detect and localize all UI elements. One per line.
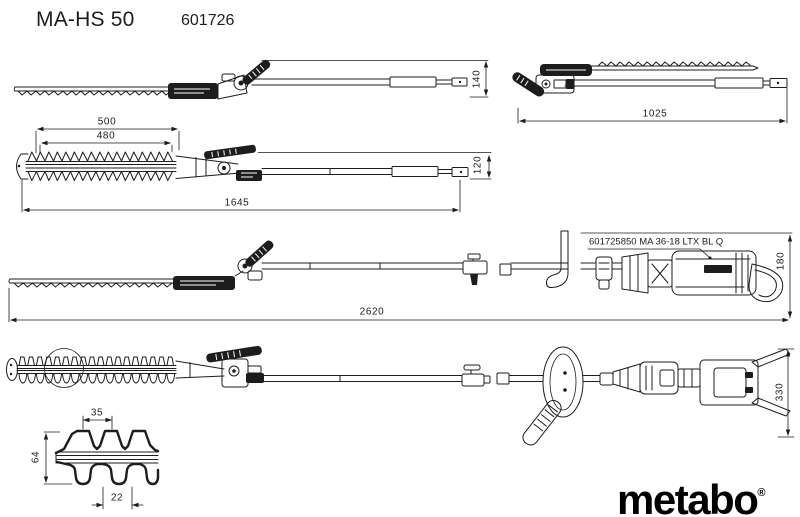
view-head-side bbox=[13, 59, 489, 100]
dim-label-2620: 2620 bbox=[359, 306, 385, 318]
blade-teeth-top bbox=[27, 151, 173, 162]
powerhead-label: 601725850 MA 36-18 LTX BL Q bbox=[589, 236, 724, 248]
blade-teeth-bottom bbox=[18, 373, 176, 384]
view-attachment-side bbox=[16, 128, 492, 213]
view-folded bbox=[512, 61, 788, 124]
blade-housing bbox=[168, 83, 218, 99]
view-blade-detail bbox=[43, 415, 160, 510]
dim-lines-120-1645 bbox=[21, 152, 492, 213]
rear-bracket bbox=[699, 359, 759, 406]
dim-label-1025: 1025 bbox=[642, 108, 668, 120]
dim-lines-180-2620 bbox=[8, 232, 793, 323]
dim-lines-500-480 bbox=[35, 128, 180, 154]
dim-label-330: 330 bbox=[774, 382, 786, 402]
dim-label-1645: 1645 bbox=[224, 197, 250, 209]
dim-label-120: 120 bbox=[472, 155, 484, 175]
dim-lines-22 bbox=[91, 486, 144, 510]
tooth-profile-top bbox=[54, 429, 160, 455]
blade-housing bbox=[173, 276, 235, 290]
view-full-top bbox=[6, 345, 795, 446]
hand-guard bbox=[748, 263, 784, 303]
dim-lines-330 bbox=[777, 348, 795, 438]
motor-front bbox=[621, 252, 649, 294]
article-number: 601726 bbox=[181, 12, 235, 29]
registered-trademark: ® bbox=[757, 487, 766, 499]
loop-handle-flange bbox=[542, 346, 584, 418]
tooth-profile-bottom bbox=[55, 460, 160, 486]
dim-label-35: 35 bbox=[90, 407, 104, 419]
view-full-side bbox=[8, 230, 793, 323]
dim-label-500: 500 bbox=[97, 116, 117, 128]
angle-lever bbox=[245, 240, 274, 267]
dim-lines-1025 bbox=[517, 87, 788, 124]
motor-nameplate bbox=[704, 265, 732, 273]
blade-teeth-top bbox=[18, 356, 175, 366]
dim-lines-64 bbox=[43, 431, 73, 485]
page-title: MA-HS 50 bbox=[36, 8, 135, 31]
motor-body bbox=[671, 250, 757, 296]
detail-marker-circle bbox=[44, 348, 84, 388]
angle-lever bbox=[242, 59, 271, 85]
front-grip bbox=[522, 399, 562, 446]
metabo-logo: metabo® bbox=[617, 476, 766, 517]
dim-label-140: 140 bbox=[471, 69, 483, 89]
dim-label-22: 22 bbox=[110, 492, 124, 504]
loop-handle bbox=[545, 230, 569, 289]
angle-lever bbox=[204, 144, 256, 160]
label-leader-line bbox=[587, 248, 710, 258]
blade-teeth-bottom bbox=[27, 171, 173, 181]
dim-label-480: 480 bbox=[96, 130, 116, 142]
dim-label-64: 64 bbox=[30, 450, 42, 464]
dim-label-180: 180 bbox=[775, 251, 787, 271]
angle-lever bbox=[206, 345, 262, 363]
